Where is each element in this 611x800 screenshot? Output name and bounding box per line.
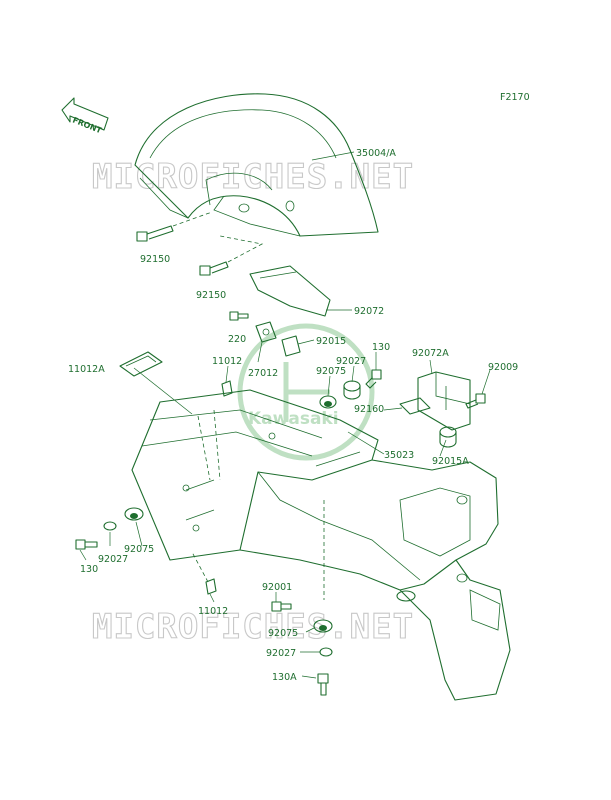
leader-lines bbox=[79, 151, 491, 679]
bracket-92072 bbox=[249, 265, 331, 317]
callout-92009: 92009 bbox=[488, 362, 518, 373]
callout-92160: 92160 bbox=[354, 404, 384, 415]
callout-11012-lower: 11012 bbox=[198, 606, 228, 617]
callout-92015A: 92015A bbox=[432, 456, 469, 467]
callout-130A: 130A bbox=[272, 672, 297, 683]
callout-92075-upper: 92075 bbox=[316, 366, 346, 377]
damper-92075-bottom bbox=[313, 619, 333, 633]
collar-92027-left bbox=[103, 521, 117, 531]
watermark-top: MICROFICHES.NET bbox=[92, 157, 414, 197]
callout-11012-upper: 11012 bbox=[212, 356, 242, 367]
callout-92075-left: 92075 bbox=[124, 544, 154, 555]
callout-130-left: 130 bbox=[80, 564, 98, 575]
callout-27012: 27012 bbox=[248, 368, 278, 379]
collar-92015A bbox=[439, 426, 457, 448]
bolt-130-left bbox=[75, 539, 98, 550]
front-label: FRONT bbox=[71, 116, 103, 136]
bolt-220 bbox=[229, 311, 249, 321]
pad-11012A bbox=[119, 351, 163, 377]
bolt-92009 bbox=[465, 393, 486, 409]
rear-fender bbox=[131, 389, 511, 701]
kawasaki-logo: Kawasaki bbox=[237, 323, 375, 461]
bolt-130A bbox=[317, 673, 329, 696]
callout-92075-bottom: 92075 bbox=[268, 628, 298, 639]
callout-92150-lower: 92150 bbox=[196, 290, 226, 301]
grommet-11012-lower bbox=[191, 551, 217, 595]
front-arrow-icon: FRONT bbox=[61, 97, 109, 136]
bracket-92072A bbox=[417, 371, 471, 431]
damper-92075-left bbox=[124, 507, 144, 521]
callout-92027-left: 92027 bbox=[98, 554, 128, 565]
watermark-bottom: MICROFICHES.NET bbox=[92, 607, 414, 647]
callout-92015: 92015 bbox=[316, 336, 346, 347]
front-fender bbox=[134, 93, 379, 237]
callout-35023: 35023 bbox=[384, 450, 414, 461]
diagram-code: F2170 bbox=[500, 92, 530, 103]
callout-92027-upper: 92027 bbox=[336, 356, 366, 367]
callout-35004a: 35004/A bbox=[356, 148, 396, 159]
pad-92160 bbox=[399, 397, 431, 415]
callout-92150-upper: 92150 bbox=[140, 254, 170, 265]
kawasaki-logo-text: Kawasaki bbox=[248, 409, 339, 429]
collar-92027-upper bbox=[343, 380, 361, 400]
collar-92027-bottom bbox=[319, 647, 333, 657]
callout-11012A: 11012A bbox=[68, 364, 105, 375]
clip-27012 bbox=[255, 321, 277, 343]
bolt-92150-lower bbox=[199, 235, 264, 276]
callout-92072: 92072 bbox=[354, 306, 384, 317]
callout-labels: 35004/A 92150 92150 92072 220 92015 130 … bbox=[68, 148, 518, 683]
nut-92015 bbox=[281, 335, 301, 357]
callout-92072A: 92072A bbox=[412, 348, 449, 359]
bolt-92001 bbox=[271, 601, 292, 612]
bolt-92150-upper bbox=[136, 211, 213, 242]
callout-92001: 92001 bbox=[262, 582, 292, 593]
grommet-11012-upper bbox=[221, 380, 233, 397]
callout-130-upper: 130 bbox=[372, 342, 390, 353]
bolt-130-upper bbox=[365, 369, 382, 389]
callout-220: 220 bbox=[228, 334, 246, 345]
callout-92027-bottom: 92027 bbox=[266, 648, 296, 659]
damper-92075-upper bbox=[319, 395, 337, 409]
